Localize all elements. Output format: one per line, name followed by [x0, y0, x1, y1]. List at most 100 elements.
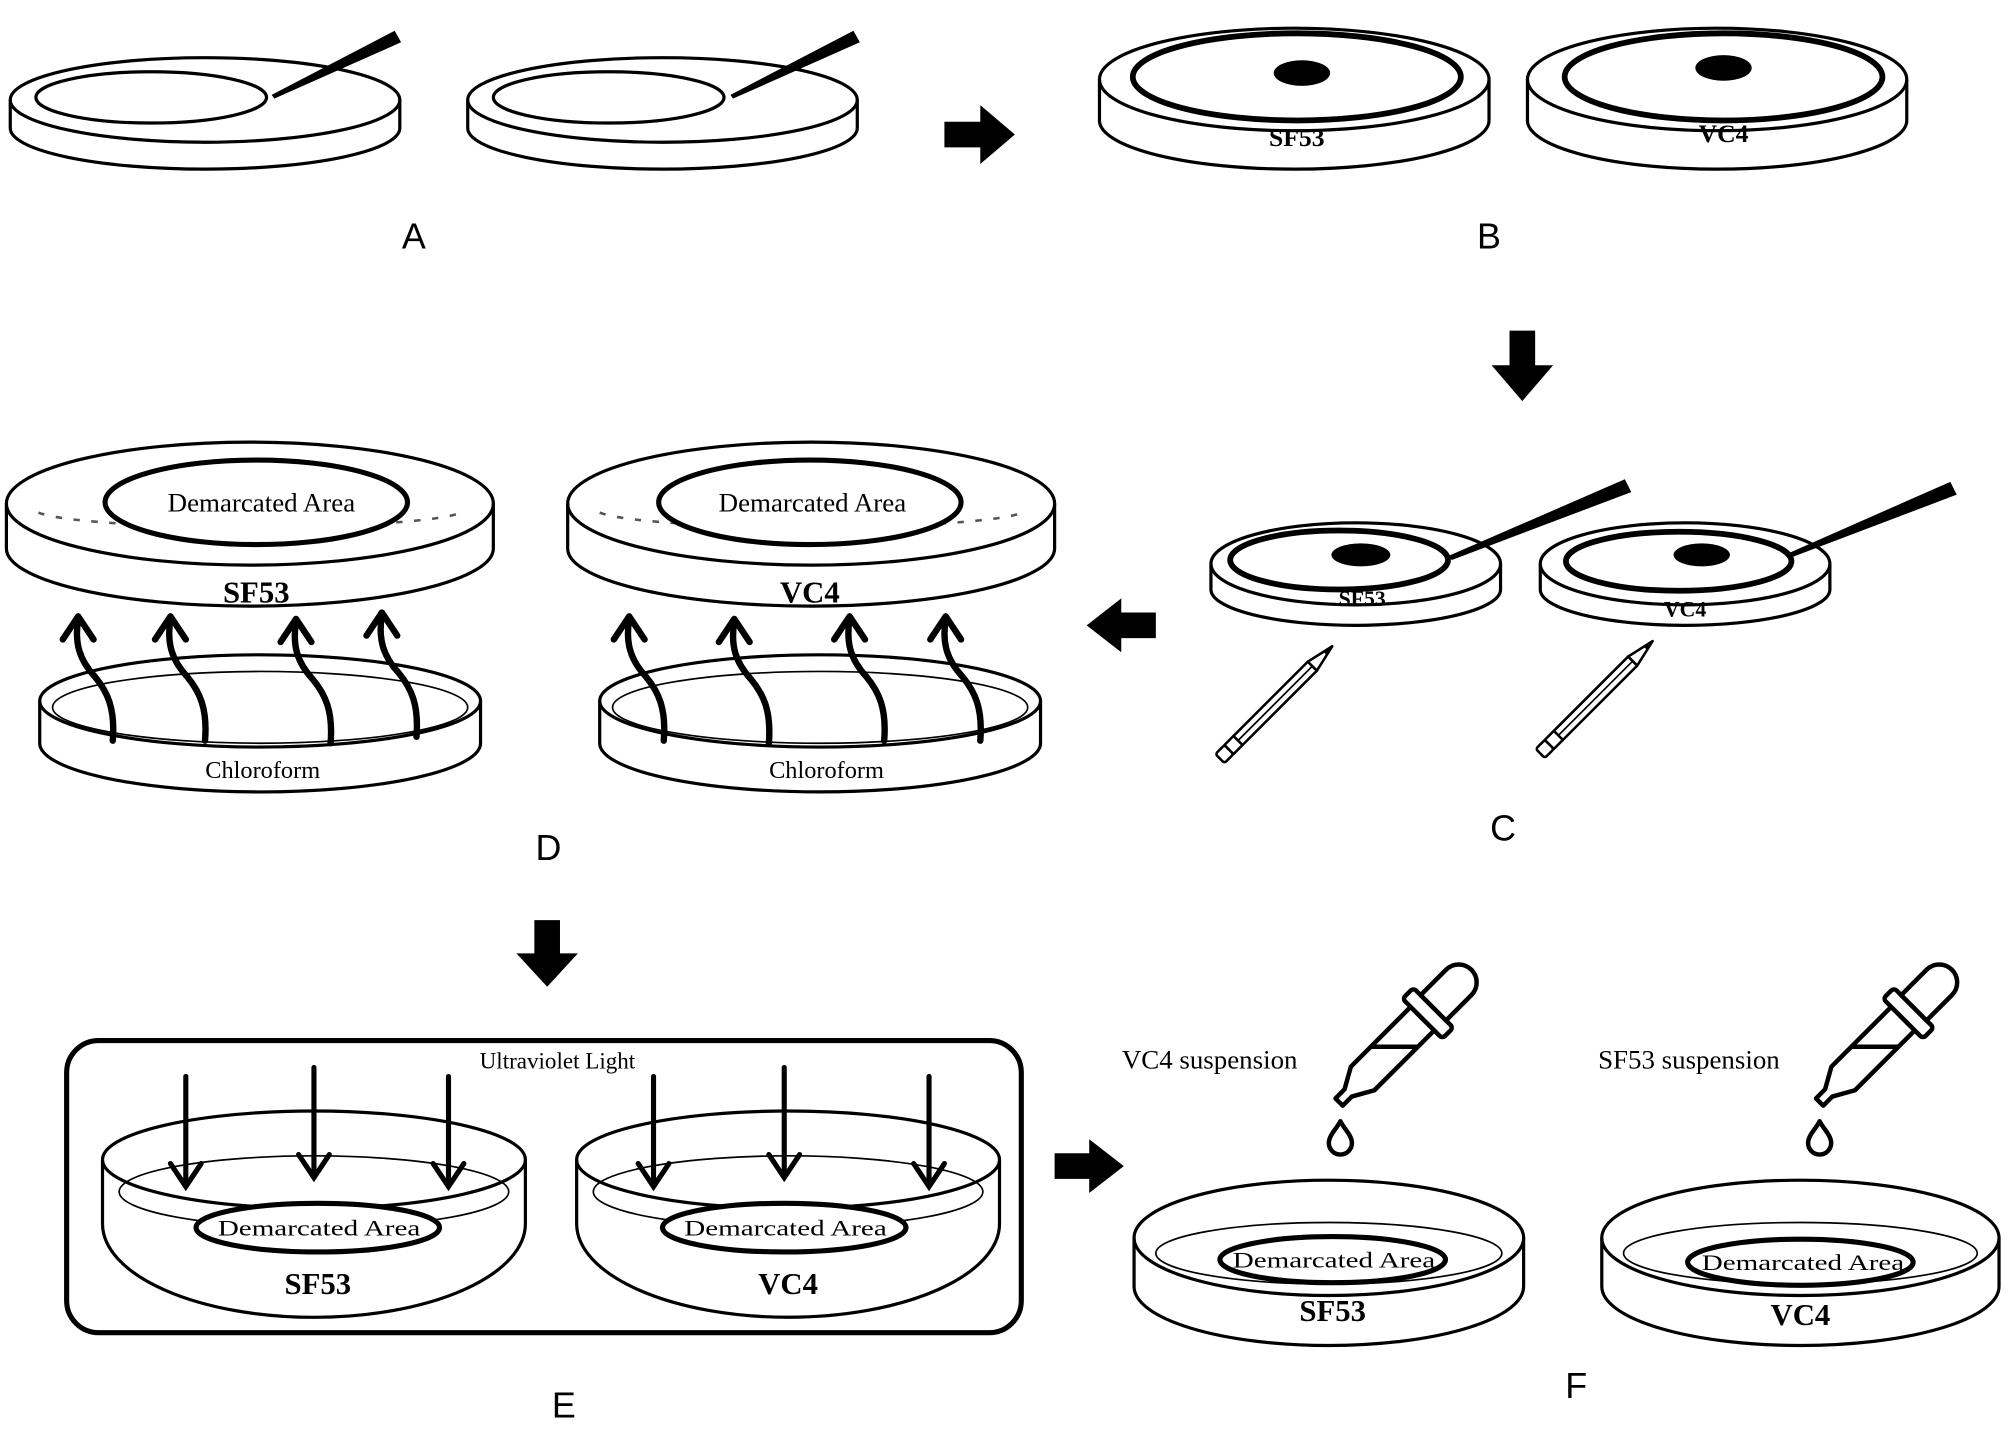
inoculating-needle-icon — [1787, 481, 1957, 558]
culture-lawn-border — [1563, 528, 1795, 594]
uv-ray-arrow-icon — [769, 1067, 800, 1177]
dish-wall — [38, 700, 483, 794]
panel-f: VC4 suspension Demarcated Area SF53 SF53… — [1122, 950, 2001, 1406]
petri-dish-sf53: Demarcated Area SF53 — [1132, 1178, 1526, 1348]
dish-wall — [8, 99, 402, 171]
reagent-label: Chloroform — [769, 757, 884, 784]
reagent-label: Chloroform — [205, 757, 320, 784]
dish-rim — [1538, 521, 1832, 607]
suspension-label: SF53 suspension — [1598, 1045, 1780, 1075]
colony-spot — [1331, 543, 1391, 567]
dish-wall — [1600, 1237, 2001, 1348]
dish-wall — [100, 1159, 527, 1319]
demarcated-area-label: Demarcated Area — [168, 487, 356, 517]
dish-rim — [1097, 26, 1491, 133]
inoculating-needle-icon — [730, 30, 860, 99]
demarcated-area-circle — [1217, 1234, 1449, 1286]
dish-strain-label: VC4 — [1664, 597, 1706, 621]
dish-wall — [1097, 79, 1491, 171]
lid-wall — [566, 503, 1057, 608]
demarcated-area-label: Demarcated Area — [684, 1216, 887, 1240]
agar-circle — [491, 70, 726, 125]
lid-inner-edge — [599, 511, 1024, 529]
dish-strain-label: VC4 — [1771, 1298, 1831, 1332]
dropper-icon — [1319, 950, 1491, 1122]
lid-rim — [4, 440, 495, 567]
demarcated-area-circle — [193, 1200, 443, 1255]
dish-strain-label: VC4 — [780, 575, 840, 609]
chloroform-dish: Chloroform — [38, 653, 483, 794]
dish-wall — [1525, 79, 1909, 171]
vapor-arrow-icon — [155, 616, 205, 740]
petri-dish-vc4: Demarcated Area VC4 — [1600, 1178, 2001, 1348]
demarcated-area-circle — [102, 457, 411, 548]
dish-rim — [38, 653, 483, 749]
culture-lawn-border — [1227, 527, 1451, 593]
dish-strain-label: SF53 — [1339, 587, 1386, 611]
dish-rim — [1132, 1178, 1526, 1298]
uv-ray-arrow-icon — [170, 1076, 201, 1186]
vapor-arrow-icon — [719, 619, 769, 743]
inoculating-needle-icon — [1448, 479, 1632, 560]
petri-dish-sf53: SF53 — [1097, 26, 1491, 171]
inverted-lid-vc4: Demarcated Area VC4 — [566, 440, 1057, 609]
dish-strain-label: SF53 — [284, 1267, 351, 1301]
dish-rim — [1209, 521, 1503, 607]
flow-arrow-right-icon — [944, 105, 1015, 165]
demarcated-area-label: Demarcated Area — [1233, 1248, 1436, 1272]
dish-rim — [1525, 26, 1909, 133]
panel-label-d: D — [535, 828, 561, 868]
chloroform-dish: Chloroform — [598, 653, 1043, 794]
dish-wall — [598, 700, 1043, 794]
dish-strain-label: VC4 — [758, 1267, 818, 1301]
flow-arrow-down-icon — [1491, 330, 1554, 402]
panel-d: Chloroform Demarcated Area SF53 Chlorofo… — [4, 440, 1057, 868]
vapor-arrow-icon — [834, 616, 884, 740]
agar-circle — [34, 70, 269, 125]
colony-spot — [1695, 55, 1752, 81]
suspension-label: VC4 suspension — [1122, 1045, 1298, 1075]
panel-c: SF53 VC4 C — [1209, 479, 1957, 849]
inverted-lid-sf53: Demarcated Area SF53 — [4, 440, 495, 609]
panel-label-b: B — [1477, 217, 1501, 257]
droplet-icon — [1808, 1121, 1831, 1154]
lid-inner-edge — [37, 511, 462, 529]
dish-rim — [8, 56, 402, 144]
panel-a: A — [8, 30, 860, 257]
panel-label-c: C — [1490, 809, 1516, 849]
dish-wall — [575, 1159, 1002, 1319]
demarcated-area-label: Demarcated Area — [218, 1216, 421, 1240]
demarcated-area-label: Demarcated Area — [719, 487, 907, 517]
dish-inner-rim — [51, 670, 469, 745]
uv-ray-arrow-icon — [433, 1076, 464, 1186]
panel-label-a: A — [402, 217, 426, 257]
flow-arrow-right-icon — [1054, 1139, 1124, 1194]
dish-strain-label: SF53 — [1269, 123, 1325, 152]
panel-e: Ultraviolet Light Demarcated Area SF53 D… — [64, 1037, 1024, 1425]
dish-wall — [1538, 563, 1832, 627]
demarcated-area-circle — [659, 1200, 909, 1255]
panel-label-f: F — [1565, 1366, 1587, 1406]
pencil-icon — [1534, 635, 1659, 760]
dish-wall — [1132, 1237, 1526, 1348]
lid-rim — [566, 440, 1057, 567]
panel-b: SF53 VC4 B — [1097, 26, 1909, 257]
demarcated-area-circle — [656, 457, 964, 548]
dish-strain-label: VC4 — [1699, 119, 1749, 148]
dish-wall — [1209, 563, 1503, 627]
droplet-icon — [1329, 1121, 1352, 1154]
dish-rim — [598, 653, 1043, 749]
pencil-icon — [1214, 640, 1339, 765]
panel-label-e: E — [552, 1385, 576, 1425]
vapor-arrow-icon — [366, 613, 416, 737]
colony-spot — [1673, 543, 1730, 567]
culture-lawn-border — [1561, 30, 1886, 124]
dish-wall — [466, 99, 859, 171]
dish-rim — [1600, 1178, 2001, 1298]
uv-chamber-label: Ultraviolet Light — [480, 1048, 636, 1074]
dish-inner-rim — [611, 670, 1029, 745]
uv-ray-arrow-icon — [299, 1067, 330, 1177]
culture-lawn-border — [1129, 30, 1464, 124]
dish-strain-label: SF53 — [223, 575, 290, 609]
